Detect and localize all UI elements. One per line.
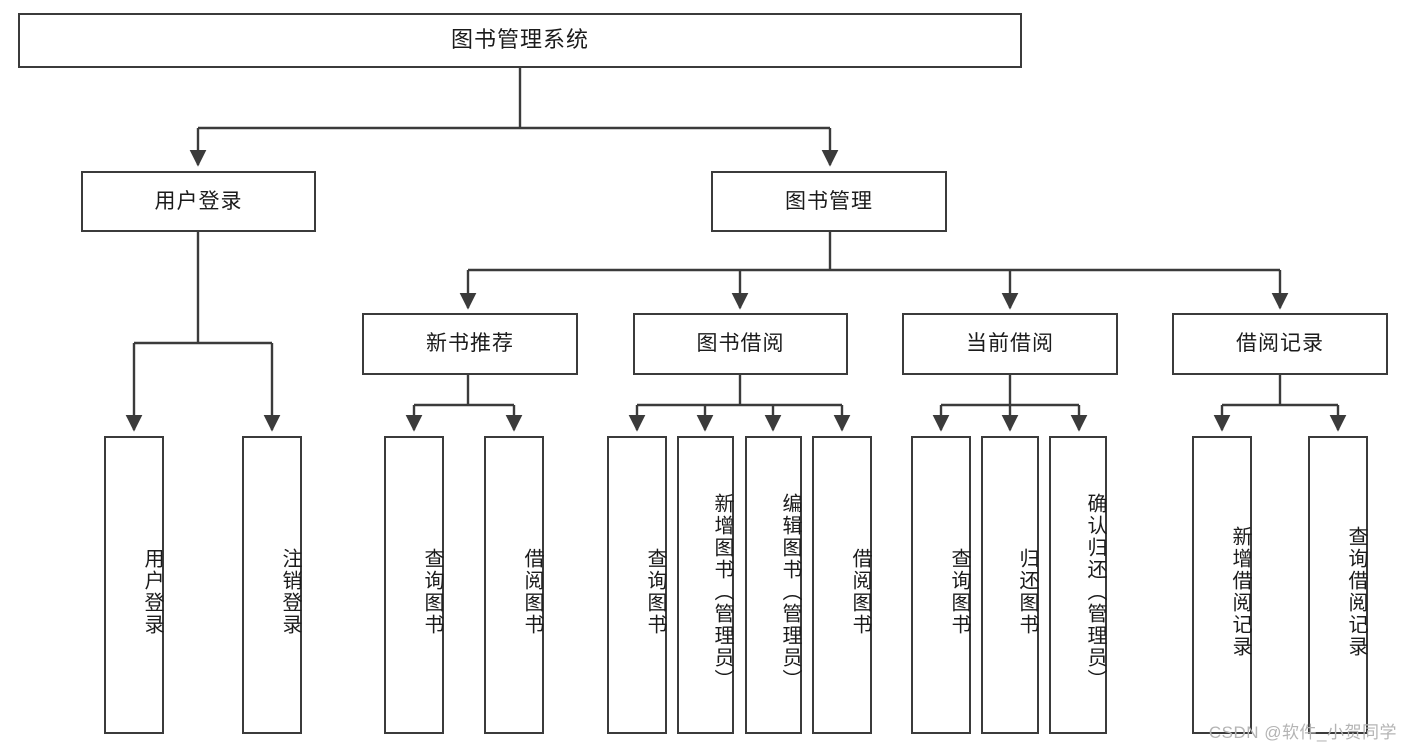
node-root-system[interactable]: 图书管理系统 [18,13,1022,68]
leaf-current-return-book[interactable]: 归还图书 [981,436,1039,734]
leaf-records-query-record[interactable]: 查询借阅记录 [1308,436,1368,734]
node-borrow-records[interactable]: 借阅记录 [1172,313,1388,375]
node-label: 编辑图书（管理员） [779,493,801,691]
node-label: 查询图书 [421,548,443,636]
node-label: 归还图书 [1016,548,1038,636]
node-label: 新增借阅记录 [1229,526,1251,658]
node-label: 借阅记录 [1236,332,1324,356]
leaf-borrow-query-book[interactable]: 查询图书 [607,436,667,734]
node-book-borrow[interactable]: 图书借阅 [633,313,848,375]
node-label: 查询图书 [644,548,666,636]
node-label: 查询图书 [948,548,970,636]
node-label: 图书管理系统 [450,27,589,53]
node-label: 新增图书（管理员） [711,493,733,691]
node-new-book-recommend[interactable]: 新书推荐 [362,313,578,375]
leaf-user-login-signout[interactable]: 注销登录 [242,436,302,734]
leaf-current-confirm-return-admin[interactable]: 确认归还（管理员） [1049,436,1107,734]
node-label: 新书推荐 [426,332,514,356]
leaf-current-query-book[interactable]: 查询图书 [911,436,971,734]
node-label: 注销登录 [279,548,301,636]
node-label: 图书借阅 [696,332,785,356]
node-label: 用户登录 [154,189,243,213]
node-label: 确认归还（管理员） [1084,493,1106,691]
leaf-records-add-record[interactable]: 新增借阅记录 [1192,436,1252,734]
leaf-recommend-borrow-book[interactable]: 借阅图书 [484,436,544,734]
node-label: 用户登录 [141,548,163,636]
node-user-login[interactable]: 用户登录 [81,171,316,232]
leaf-borrow-edit-book-admin[interactable]: 编辑图书（管理员） [745,436,802,734]
leaf-borrow-add-book-admin[interactable]: 新增图书（管理员） [677,436,734,734]
node-label: 查询借阅记录 [1345,526,1367,658]
leaf-borrow-borrow-book[interactable]: 借阅图书 [812,436,872,734]
leaf-recommend-query-book[interactable]: 查询图书 [384,436,444,734]
node-current-borrow[interactable]: 当前借阅 [902,313,1118,375]
node-book-management[interactable]: 图书管理 [711,171,947,232]
node-label: 借阅图书 [521,548,543,636]
csdn-watermark: CSDN @软件_小贺同学 [1208,723,1397,742]
node-label: 图书管理 [785,189,873,213]
node-label: 当前借阅 [966,332,1054,356]
leaf-user-login-signin[interactable]: 用户登录 [104,436,164,734]
node-label: 借阅图书 [849,548,871,636]
